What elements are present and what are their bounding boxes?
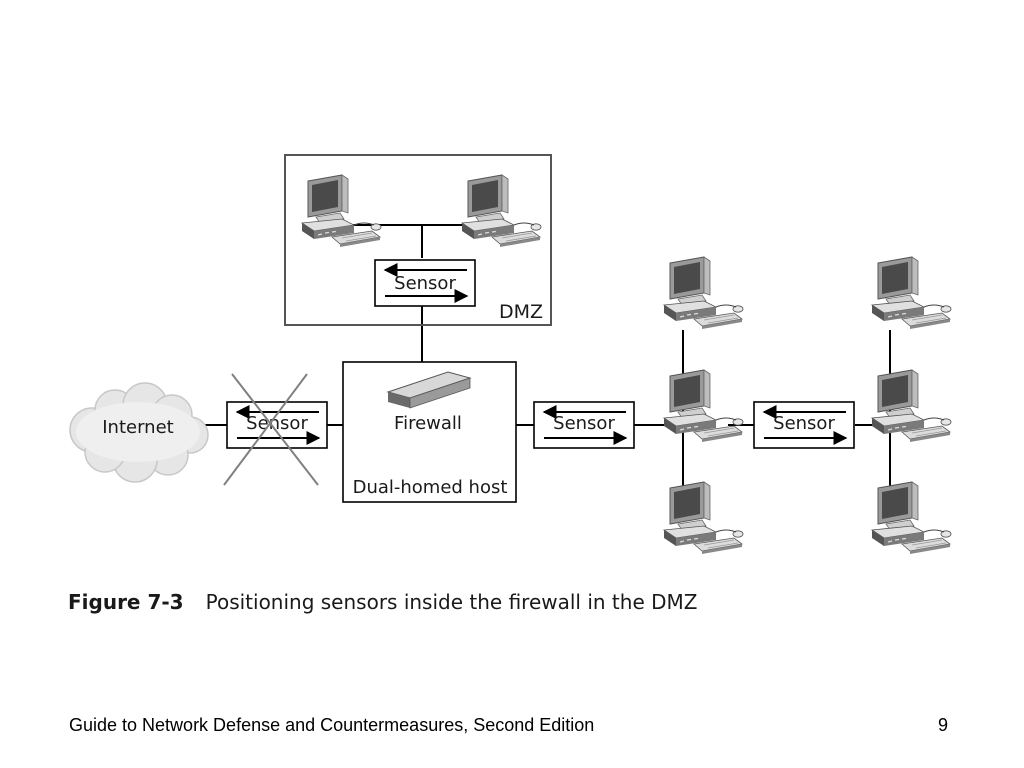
computer-icon	[461, 174, 542, 248]
figure-caption: Figure 7-3 Positioning sensors inside the…	[68, 590, 697, 614]
cross-mark	[223, 373, 319, 486]
sensor-label: Sensor	[394, 273, 456, 294]
sensor-label: Sensor	[246, 413, 308, 434]
computer-icon	[871, 481, 952, 555]
firewall-icon	[386, 371, 472, 409]
internet-label: Internet	[102, 417, 173, 438]
sensor-label: Sensor	[553, 413, 615, 434]
computer-icon	[663, 481, 744, 555]
internal-sensor: Sensor	[754, 402, 854, 448]
dmz-label: DMZ	[499, 301, 543, 323]
page-number: 9	[938, 715, 949, 735]
slide-footer: Guide to Network Defense and Countermeas…	[69, 715, 595, 735]
computer-icon	[871, 256, 952, 330]
computer-icon	[663, 369, 744, 443]
host-label: Dual-homed host	[353, 477, 508, 498]
computer-icon	[301, 174, 382, 248]
external-sensor: Sensor	[227, 402, 327, 448]
dmz-zone	[284, 154, 552, 326]
figure-caption-text: Positioning sensors inside the firewall …	[205, 590, 698, 614]
network-links	[205, 224, 891, 520]
internet-cloud: Internet	[69, 382, 209, 483]
firewall-label: Firewall	[394, 413, 462, 434]
sensor-label: Sensor	[773, 413, 835, 434]
figure-number: Figure 7-3	[68, 590, 184, 614]
internal-sensor: Sensor	[534, 402, 634, 448]
dmz-sensor: Sensor	[375, 260, 475, 306]
computer-icon	[871, 369, 952, 443]
computer-icon	[663, 256, 744, 330]
